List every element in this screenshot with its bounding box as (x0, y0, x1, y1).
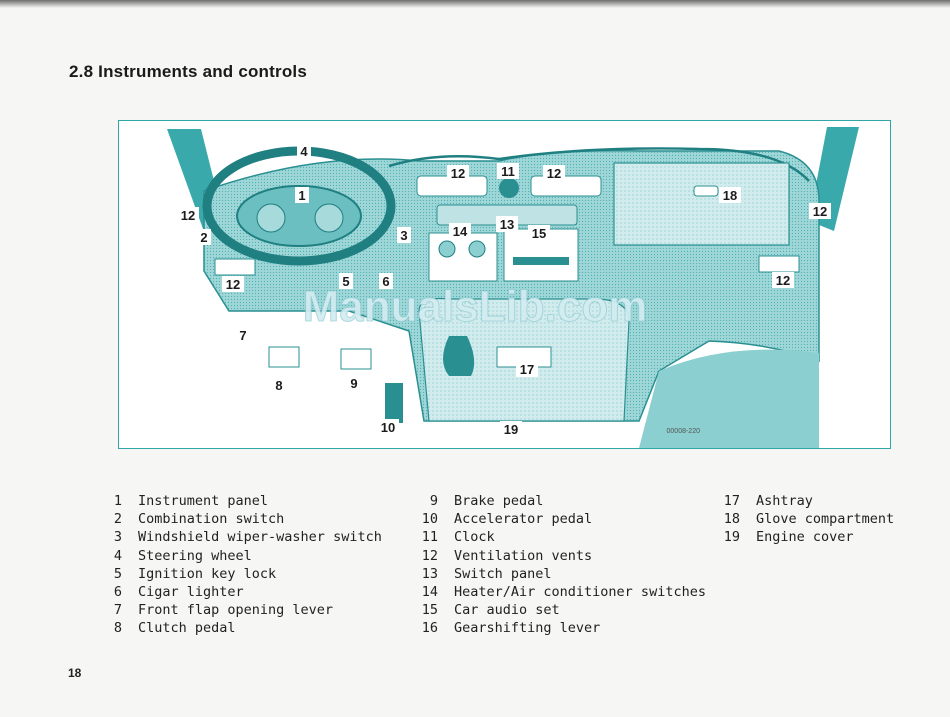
callout-9: 9 (347, 375, 361, 391)
callout-12-right-vent: 12 (772, 272, 794, 288)
gear-lever-shape (443, 336, 475, 376)
callout-1: 1 (295, 187, 309, 203)
callout-12-top-right: 12 (543, 165, 565, 181)
callout-12-left: 12 (177, 207, 199, 223)
vent-right (758, 255, 800, 273)
callout-3: 3 (397, 227, 411, 243)
svg-text:9: 9 (350, 376, 357, 391)
callout-10: 10 (377, 419, 399, 435)
svg-text:6: 6 (382, 274, 389, 289)
svg-text:12: 12 (547, 166, 561, 181)
gauge-right (314, 203, 344, 233)
svg-text:1: 1 (298, 188, 305, 203)
callout-5: 5 (339, 273, 353, 289)
callout-17: 17 (516, 361, 538, 377)
svg-text:18: 18 (723, 188, 737, 203)
svg-text:12: 12 (451, 166, 465, 181)
svg-text:5: 5 (342, 274, 349, 289)
svg-text:15: 15 (532, 226, 546, 241)
svg-text:19: 19 (504, 422, 518, 437)
callout-8: 8 (272, 377, 286, 393)
section-title: 2.8 Instruments and controls (69, 62, 307, 81)
callout-13: 13 (496, 216, 518, 232)
callout-11: 11 (497, 163, 519, 179)
svg-text:12: 12 (181, 208, 195, 223)
svg-text:11: 11 (501, 164, 515, 179)
page-edge (0, 0, 950, 8)
callout-7: 7 (236, 327, 250, 343)
page-number: 18 (68, 666, 82, 680)
svg-text:7: 7 (239, 328, 246, 343)
callout-14: 14 (449, 223, 471, 239)
callout-19: 19 (500, 421, 522, 437)
lower-right-trim (639, 349, 819, 448)
svg-text:12: 12 (813, 204, 827, 219)
svg-text:12: 12 (776, 273, 790, 288)
figure-code: 00008-220 (666, 428, 700, 435)
vent-left (214, 258, 256, 276)
glove-handle (693, 185, 719, 197)
brake-pedal-shape (340, 348, 372, 370)
dash-top-edge (388, 147, 810, 182)
svg-text:2: 2 (200, 230, 207, 245)
dashboard-illustration: 1 2 3 4 5 6 7 8 (118, 120, 891, 449)
svg-text:12: 12 (226, 277, 240, 292)
dashboard-drawing: 1 2 3 4 5 6 7 8 (167, 127, 859, 448)
accelerator-pedal-shape (385, 383, 403, 423)
glove-compartment-shape (613, 162, 790, 246)
vent-center-right (530, 175, 602, 197)
heater-controls-shape (428, 232, 498, 282)
callout-15: 15 (528, 225, 550, 241)
callout-2: 2 (197, 229, 211, 245)
callout-12-top-left: 12 (447, 165, 469, 181)
svg-text:14: 14 (453, 224, 468, 239)
callout-18: 18 (719, 187, 741, 203)
callout-12-left-vent: 12 (222, 276, 244, 292)
callout-12-right: 12 (809, 203, 831, 219)
svg-text:3: 3 (400, 228, 407, 243)
svg-text:8: 8 (275, 378, 282, 393)
gauge-left (256, 203, 286, 233)
svg-text:4: 4 (300, 144, 308, 159)
svg-text:13: 13 (500, 217, 514, 232)
callout-4: 4 (297, 143, 311, 159)
svg-text:10: 10 (381, 420, 395, 435)
clutch-pedal-shape (268, 346, 300, 368)
clock-shape (499, 178, 519, 198)
callout-6: 6 (379, 273, 393, 289)
svg-text:17: 17 (520, 362, 534, 377)
